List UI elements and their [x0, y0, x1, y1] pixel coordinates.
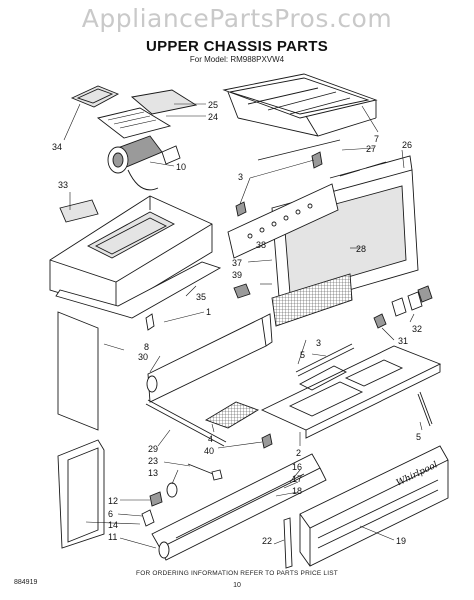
callout-22: 22	[262, 536, 272, 546]
callout-8: 8	[144, 342, 149, 352]
watermark: AppliancePartsPros.com	[81, 4, 393, 33]
part-40-knob	[261, 433, 273, 449]
part-24-plate	[96, 107, 172, 139]
callout-14: 14	[108, 520, 118, 530]
part-31-switch	[373, 313, 387, 329]
part-39-switch	[233, 283, 251, 299]
callout-37: 37	[232, 258, 242, 268]
part-6-clip	[141, 509, 155, 527]
callout-10: 10	[176, 162, 186, 172]
callout-6: 6	[108, 509, 113, 519]
page-number: 10	[233, 582, 241, 589]
part-10-upper-housing	[49, 195, 213, 311]
callout-2: 2	[296, 448, 301, 458]
callout-30: 30	[138, 352, 148, 362]
callout-31: 31	[398, 336, 408, 346]
callout-27: 27	[366, 144, 376, 154]
callout-17: 17	[292, 474, 302, 484]
callout-3-upper: 3	[238, 172, 243, 182]
part-30-front-trim	[146, 313, 273, 403]
callout-28: 28	[356, 244, 366, 254]
part-14-side-bracket	[57, 439, 105, 549]
part-13-bulb	[166, 482, 178, 498]
part-25-plate	[130, 89, 198, 115]
callout-38: 38	[256, 240, 266, 250]
callout-16: 16	[292, 462, 302, 472]
callout-5-upper: 5	[300, 350, 305, 360]
callout-11: 11	[108, 532, 117, 542]
model-line: For Model: RM988PXVW4	[189, 55, 285, 64]
part-32-switches	[391, 285, 433, 317]
callout-13: 13	[148, 468, 158, 478]
part-22-rod	[283, 517, 293, 569]
part-3-clips	[235, 151, 323, 217]
callout-7: 7	[374, 134, 379, 144]
callout-18: 18	[292, 486, 302, 496]
part-8-side-panel	[57, 311, 99, 431]
callout-24: 24	[208, 112, 218, 122]
part-34-bracket	[70, 85, 120, 108]
part-16-trough	[151, 453, 327, 561]
callout-35: 35	[196, 292, 206, 302]
callout-32: 32	[412, 324, 422, 334]
part-28-vent-grille	[271, 273, 353, 327]
callout-26: 26	[402, 140, 412, 150]
part-38-control-panel	[227, 183, 339, 259]
part-29-rod	[145, 399, 227, 447]
part-12-clip	[149, 491, 163, 507]
callout-29: 29	[148, 444, 158, 454]
part-4-filter	[204, 401, 260, 429]
part-7-top-frame	[222, 73, 378, 161]
part-motor-assembly	[107, 135, 181, 191]
ordering-note: FOR ORDERING INFORMATION REFER TO PARTS …	[136, 570, 338, 577]
callout-34: 34	[52, 142, 62, 152]
callout-40: 40	[204, 446, 214, 456]
callout-25: 25	[208, 100, 218, 110]
callout-numbers: 25 24 34 10 33 7 27 26 3 37 39 38 28 35 …	[52, 100, 422, 546]
callout-1: 1	[206, 307, 211, 317]
callout-19: 19	[396, 536, 406, 546]
leader-lines	[63, 103, 423, 549]
callout-5-lower: 5	[416, 432, 421, 442]
callout-23: 23	[148, 456, 158, 466]
document-code: 884919	[14, 579, 38, 586]
callout-12: 12	[108, 496, 118, 506]
part-1-lamp	[145, 313, 155, 331]
page-title: UPPER CHASSIS PARTS	[145, 38, 329, 55]
part-35-base-plate	[55, 261, 222, 319]
callout-33: 33	[58, 180, 68, 190]
part-23-bracket	[187, 463, 223, 481]
part-5-rods	[295, 343, 433, 427]
part-33-panel	[59, 199, 99, 223]
part-19-front-panel: Whirlpool	[299, 445, 449, 567]
callout-4: 4	[208, 434, 213, 444]
callout-39: 39	[232, 270, 242, 280]
callout-3-lower: 3	[316, 338, 321, 348]
part-2-bottom-pan	[260, 345, 442, 439]
